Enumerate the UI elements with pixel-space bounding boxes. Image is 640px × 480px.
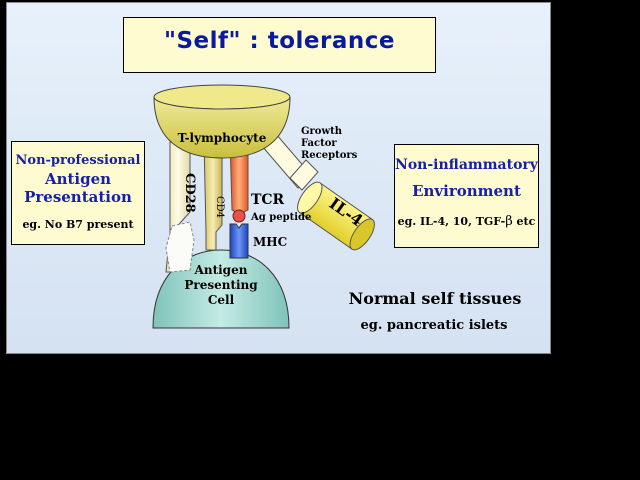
mhc-molecule	[229, 223, 249, 259]
tcr-label: TCR	[251, 192, 285, 208]
right-box-example: eg. IL-4, 10, TGF-β etc	[395, 214, 538, 229]
page-title: "Self" : tolerance	[164, 28, 395, 54]
left-box-example: eg. No B7 present	[22, 218, 134, 231]
title-box: "Self" : tolerance	[123, 17, 436, 73]
right-box-example-prefix: eg. IL-4, 10, TGF-	[397, 215, 506, 228]
ag-peptide-dot	[232, 209, 246, 223]
apc-label-1: Antigen	[194, 263, 248, 277]
left-box-line2: Antigen	[44, 170, 112, 188]
right-box-line1: Non-inflammatory	[395, 157, 538, 173]
il4-molecule	[297, 181, 375, 251]
t-lymphocyte-label: T-lymphocyte	[178, 131, 267, 145]
beta-symbol: β	[505, 214, 513, 229]
apc-label-2: Presenting	[184, 278, 258, 292]
b7-absent-outline	[165, 221, 195, 273]
non-professional-box: Non-professional Antigen Presentation eg…	[11, 141, 145, 245]
growth-label-3: Receptors	[301, 150, 358, 161]
left-box-line3: Presentation	[24, 188, 132, 206]
right-box-line2: Environment	[412, 182, 521, 200]
apc-label-3: Cell	[208, 293, 235, 307]
t-lymphocyte	[153, 96, 291, 159]
ag-peptide-label: Ag peptide	[250, 212, 311, 223]
footer-heading: Normal self tissues	[349, 289, 522, 308]
growth-label-1: Growth	[301, 126, 343, 137]
cd4-label: CD4	[214, 196, 225, 218]
growth-label-2: Factor	[301, 138, 337, 149]
non-inflammatory-box: Non-inflammatory Environment eg. IL-4, 1…	[394, 144, 539, 248]
footer-sub: eg. pancreatic islets	[360, 318, 507, 333]
mhc-label: MHC	[253, 235, 287, 249]
cd28-label: CD28	[182, 173, 197, 213]
left-box-line1: Non-professional	[15, 153, 141, 168]
right-box-example-suffix: etc	[512, 215, 536, 228]
